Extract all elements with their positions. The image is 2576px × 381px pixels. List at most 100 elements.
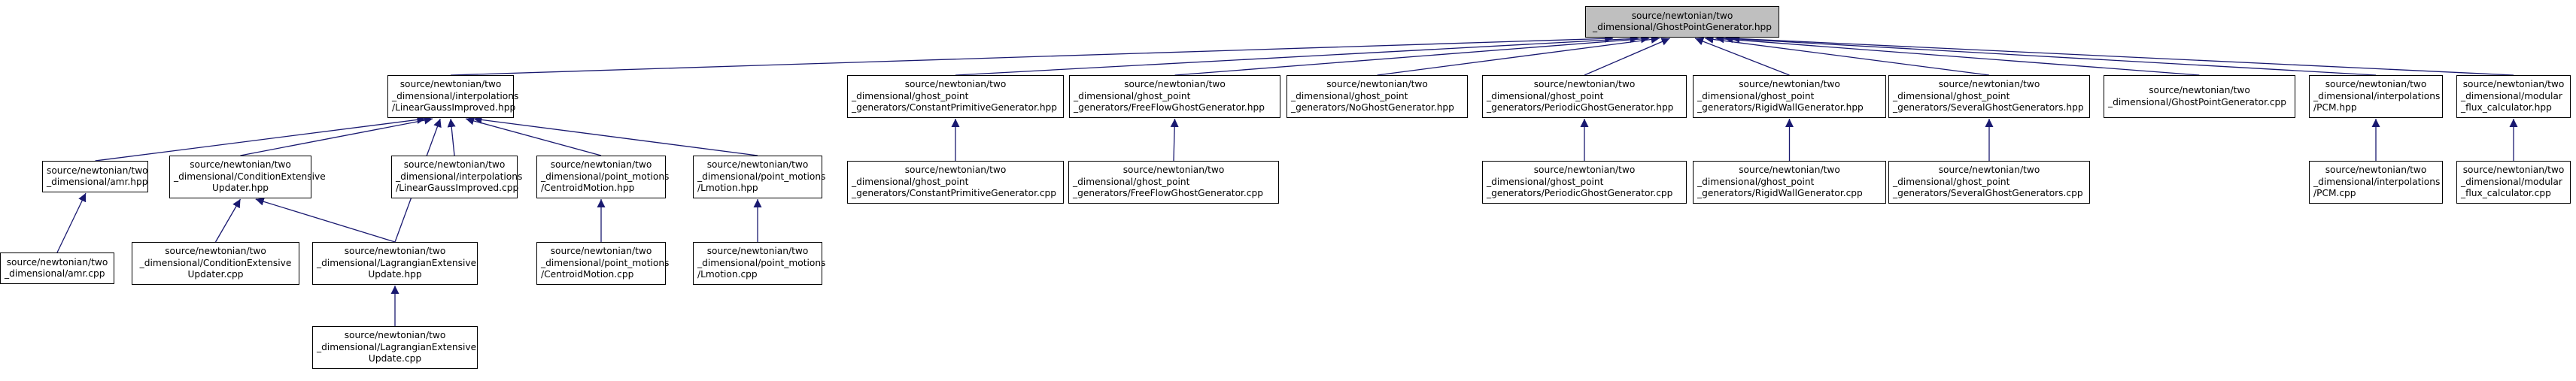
- graph-node-label-line: source/newtonian/two: [190, 159, 291, 171]
- graph-node-label-line: source/newtonian/two: [1533, 79, 1636, 90]
- graph-node-label-line: _dimensional/ghost_point: [852, 90, 969, 101]
- graph-node-label-line: /CentroidMotion.hpp: [541, 183, 635, 194]
- graph-node-mfc-cpp[interactable]: source/newtonian/two_dimensional/modular…: [2456, 161, 2571, 204]
- graph-node-label-line: _dimensional/ghost_point: [1893, 176, 2010, 187]
- graph-node-ceu-cpp[interactable]: source/newtonian/two_dimensional/Conditi…: [132, 242, 299, 285]
- graph-node-cm-cpp[interactable]: source/newtonian/two_dimensional/point_m…: [536, 242, 669, 285]
- graph-node-label-line: source/newtonian/two: [1739, 79, 1840, 90]
- graph-node-label-line: _dimensional/point_motions: [541, 171, 670, 182]
- graph-node-label-line: _generators/SeveralGhostGenerators.cpp: [1893, 188, 2083, 199]
- graph-node-gpg-cpp[interactable]: source/newtonian/two_dimensional/GhostPo…: [2104, 75, 2295, 118]
- graph-node-label-line: source/newtonian/two: [550, 246, 652, 257]
- graph-node-label-line: source/newtonian/two: [1938, 79, 2040, 90]
- graph-node-leu-hpp[interactable]: source/newtonian/two_dimensional/Lagrang…: [312, 242, 478, 285]
- graph-node-nog-hpp[interactable]: source/newtonian/two_dimensional/ghost_p…: [1286, 75, 1468, 118]
- graph-node-label-line: _dimensional/point_motions: [697, 171, 826, 182]
- graph-node-rwg-cpp[interactable]: source/newtonian/two_dimensional/ghost_p…: [1693, 161, 1886, 204]
- graph-node-label-line: /Lmotion.hpp: [697, 183, 758, 194]
- graph-edge-ffg-hpp-to-gpg-hpp: [1174, 35, 1650, 76]
- graph-edge-lgi-hpp-to-gpg-hpp: [450, 34, 1614, 76]
- graph-edge-nog-hpp-to-gpg-hpp: [1377, 35, 1660, 76]
- graph-node-label-line: _generators/RigidWallGenerator.cpp: [1697, 188, 1863, 199]
- graph-node-label-line: _generators/ConstantPrimitiveGenerator.h…: [852, 102, 1058, 113]
- graph-node-label-line: source/newtonian/two: [6, 256, 108, 268]
- graph-node-lm-hpp[interactable]: source/newtonian/two_dimensional/point_m…: [693, 156, 826, 198]
- graph-node-label-line: _dimensional/ghost_point: [1487, 176, 1604, 187]
- graph-edge-amr-cpp-to-amr-hpp: [56, 192, 87, 253]
- graph-node-cpg-cpp[interactable]: source/newtonian/two_dimensional/ghost_p…: [847, 161, 1064, 204]
- graph-node-label-line: _dimensional/GhostPointGenerator.hpp: [1592, 22, 1773, 32]
- graph-node-label-line: _generators/ConstantPrimitiveGenerator.c…: [852, 188, 1057, 199]
- graph-node-lgi-hpp[interactable]: source/newtonian/two_dimensional/interpo…: [387, 75, 518, 118]
- graph-node-label-line: source/newtonian/two: [344, 330, 446, 341]
- graph-node-label-line: _dimensional/ghost_point: [1073, 176, 1190, 187]
- graph-node-label-line: source/newtonian/two: [2325, 79, 2427, 90]
- graph-edge-pgg-hpp-to-gpg-hpp: [1584, 38, 1670, 76]
- graph-node-sgg-cpp[interactable]: source/newtonian/two_dimensional/ghost_p…: [1888, 161, 2090, 204]
- graph-node-gpg-hpp[interactable]: source/newtonian/two_dimensional/GhostPo…: [1585, 6, 1779, 38]
- graph-node-label-line: source/newtonian/two: [1533, 165, 1636, 176]
- graph-node-label-line: _dimensional/ConditionExtensive: [139, 257, 292, 268]
- graph-node-sgg-hpp[interactable]: source/newtonian/two_dimensional/ghost_p…: [1888, 75, 2090, 118]
- graph-node-label-line: Update.hpp: [368, 269, 422, 280]
- graph-node-amr-cpp[interactable]: source/newtonian/two_dimensional/amr.cpp: [0, 252, 114, 284]
- graph-node-amr-hpp[interactable]: source/newtonian/two_dimensional/amr.hpp: [42, 161, 148, 192]
- graph-node-label-line: _generators/NoGhostGenerator.hpp: [1291, 102, 1454, 113]
- graph-node-label-line: Updater.hpp: [211, 183, 269, 194]
- graph-node-label-line: _dimensional/ghost_point: [1697, 176, 1815, 187]
- graph-node-pcm-hpp[interactable]: source/newtonian/two_dimensional/interpo…: [2309, 75, 2443, 118]
- graph-node-label-line: _dimensional/amr.hpp: [47, 177, 148, 187]
- graph-node-label-line: source/newtonian/two: [1631, 10, 1733, 21]
- graph-node-cpg-hpp[interactable]: source/newtonian/two_dimensional/ghost_p…: [847, 75, 1064, 118]
- graph-node-label-line: Update.cpp: [368, 353, 422, 364]
- graph-node-pcm-cpp[interactable]: source/newtonian/two_dimensional/interpo…: [2309, 161, 2443, 204]
- graph-node-leu-cpp[interactable]: source/newtonian/two_dimensional/Lagrang…: [312, 326, 478, 369]
- graph-node-label-line: _dimensional/modular: [2461, 176, 2562, 187]
- graph-node-cm-hpp[interactable]: source/newtonian/two_dimensional/point_m…: [536, 156, 670, 198]
- graph-node-label-line: _dimensional/ghost_point: [1487, 90, 1604, 101]
- graph-edge-ceu-hpp-to-lgi-hpp: [240, 116, 433, 156]
- graph-node-rwg-hpp[interactable]: source/newtonian/two_dimensional/ghost_p…: [1693, 75, 1886, 118]
- graph-edge-mfc-hpp-to-gpg-hpp: [1731, 35, 2514, 76]
- graph-node-lm-cpp[interactable]: source/newtonian/two_dimensional/point_m…: [693, 242, 825, 285]
- graph-node-label-line: source/newtonian/two: [2462, 165, 2565, 176]
- graph-node-label-line: /LinearGaussImproved.cpp: [396, 183, 519, 194]
- graph-node-mfc-hpp[interactable]: source/newtonian/two_dimensional/modular…: [2456, 75, 2571, 118]
- graph-node-pgg-cpp[interactable]: source/newtonian/two_dimensional/ghost_p…: [1482, 161, 1687, 204]
- graph-node-label-line: _dimensional/ghost_point: [1291, 90, 1408, 101]
- graph-node-label-line: source/newtonian/two: [1739, 165, 1840, 176]
- graph-node-label-line: /Lmotion.cpp: [697, 269, 758, 280]
- graph-node-label-line: Updater.cpp: [187, 269, 244, 280]
- graph-node-label-line: _generators/FreeFlowGhostGenerator.hpp: [1074, 102, 1265, 113]
- graph-node-label-line: source/newtonian/two: [344, 246, 446, 257]
- graph-node-label-line: _generators/PeriodicGhostGenerator.hpp: [1487, 102, 1674, 113]
- graph-node-label-line: _dimensional/interpolations: [2313, 176, 2441, 187]
- graph-node-lgi-cpp[interactable]: source/newtonian/two_dimensional/interpo…: [391, 156, 522, 198]
- graph-edge-ffg-cpp-to-ffg-hpp: [1170, 118, 1179, 162]
- graph-node-label-line: _flux_calculator.hpp: [2461, 102, 2552, 113]
- graph-node-ffg-hpp[interactable]: source/newtonian/two_dimensional/ghost_p…: [1069, 75, 1280, 118]
- graph-edge-lm-hpp-to-lgi-hpp: [473, 115, 758, 156]
- graph-node-label-line: _dimensional/LagrangianExtensive: [317, 257, 477, 268]
- graph-edge-leu-hpp-to-ceu-hpp: [255, 197, 396, 243]
- graph-edge-cpg-hpp-to-gpg-hpp: [955, 35, 1639, 76]
- graph-edge-sgg-hpp-to-gpg-hpp: [1705, 35, 1990, 76]
- graph-node-label-line: source/newtonian/two: [403, 159, 506, 171]
- graph-node-label-line: source/newtonian/two: [706, 246, 809, 257]
- graph-edge-amr-hpp-to-lgi-hpp: [95, 115, 426, 162]
- graph-node-label-line: source/newtonian/two: [1122, 165, 1225, 176]
- graph-node-label-line: source/newtonian/two: [904, 165, 1007, 176]
- graph-node-label-line: _dimensional/ghost_point: [1893, 90, 2010, 101]
- graph-node-pgg-hpp[interactable]: source/newtonian/two_dimensional/ghost_p…: [1482, 75, 1687, 118]
- graph-node-label-line: _dimensional/ghost_point: [852, 176, 969, 187]
- graph-node-label-line: /LinearGaussImproved.hpp: [392, 102, 516, 113]
- graph-node-ceu-hpp[interactable]: source/newtonian/two_dimensional/Conditi…: [169, 156, 326, 198]
- graph-node-ffg-cpp[interactable]: source/newtonian/two_dimensional/ghost_p…: [1068, 161, 1279, 204]
- graph-edge-rwg-hpp-to-gpg-hpp: [1694, 37, 1790, 76]
- graph-node-label-line: /PCM.cpp: [2313, 188, 2356, 199]
- graph-edge-cm-hpp-to-lgi-hpp: [465, 116, 602, 156]
- graph-node-label-line: source/newtonian/two: [1326, 79, 1428, 90]
- graph-node-label-line: source/newtonian/two: [904, 79, 1007, 90]
- graph-node-label-line: source/newtonian/two: [165, 246, 266, 257]
